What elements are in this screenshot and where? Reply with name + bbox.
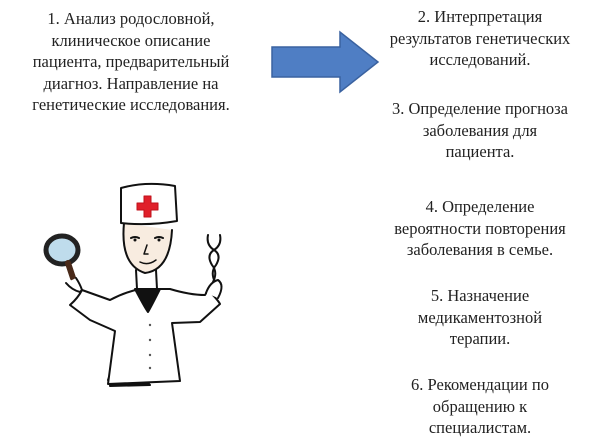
step-3-text: 3. Определение прогноза заболевания для …: [360, 98, 600, 163]
text-line: результатов генетических: [389, 28, 571, 48]
magnifier-icon: [43, 233, 81, 267]
text-line: 4. Определение: [425, 197, 535, 216]
red-cross-icon: [136, 195, 159, 218]
text-line: исследований.: [429, 50, 531, 69]
text-line: терапии.: [449, 329, 511, 348]
text-line: генетические исследования.: [32, 95, 230, 114]
dna-icon: [206, 234, 222, 283]
doctor-illustration: [43, 182, 223, 387]
text-line: пациента.: [445, 142, 515, 161]
text-line: медикаментозной: [417, 307, 543, 327]
step-5-text: 5. Назначение медикаментозной терапии.: [360, 285, 600, 350]
step-1-text: 1. Анализ родословной, клиническое описа…: [0, 8, 262, 116]
text-line: заболевания в семье.: [406, 240, 554, 259]
step-2-text: 2. Интерпретация результатов генетически…: [360, 6, 600, 71]
right-arrow-icon: [271, 30, 380, 94]
text-line: 5. Назначение: [430, 286, 530, 305]
text-line: вероятности повторения: [394, 218, 566, 238]
text-line: обращению к: [432, 396, 528, 416]
text-line: 2. Интерпретация: [417, 7, 543, 26]
text-line: диагноз. Направление на: [43, 73, 219, 93]
text-line: заболевания для: [422, 120, 538, 140]
text-line: 3. Определение прогноза: [391, 99, 568, 118]
text-line: специалистам.: [428, 418, 532, 437]
step-6-text: 6. Рекомендации по обращению к специалис…: [360, 374, 600, 439]
text-line: 6. Рекомендации по: [411, 375, 549, 394]
text-line: пациента, предварительный: [32, 52, 230, 71]
text-line: клиническое описание: [51, 30, 211, 50]
text-line: 1. Анализ родословной,: [47, 9, 215, 28]
step-4-text: 4. Определение вероятности повторения за…: [360, 196, 600, 261]
